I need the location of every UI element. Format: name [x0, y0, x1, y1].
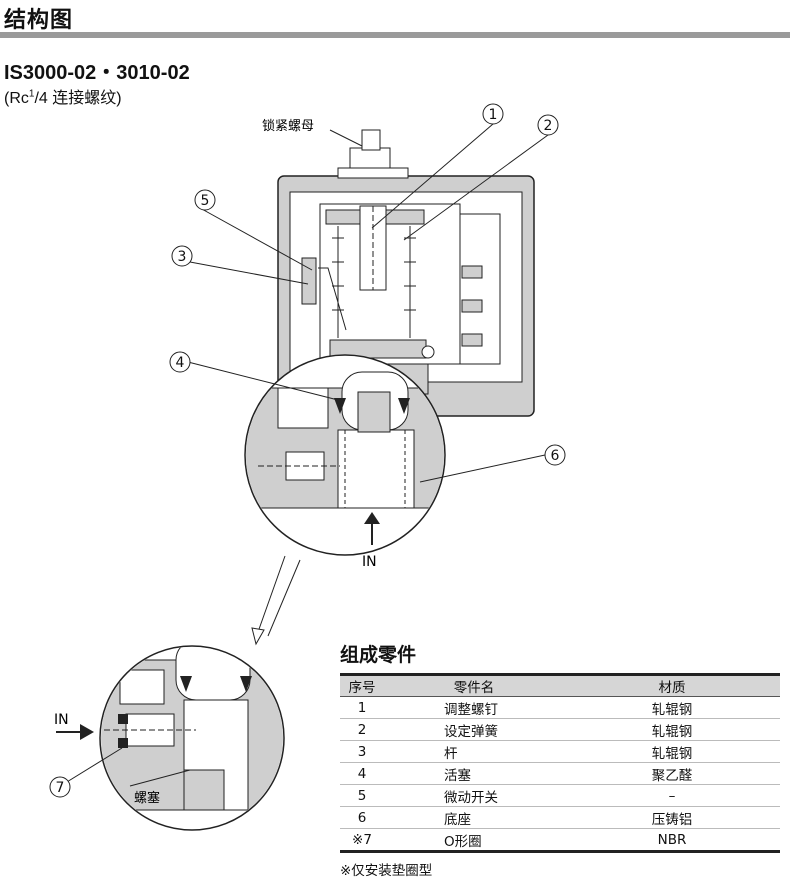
cell-no: 2	[340, 718, 384, 741]
cell-no: 4	[340, 762, 384, 785]
col-header-name: 零件名	[384, 674, 564, 697]
detail-circle-gasket	[56, 645, 285, 831]
col-header-no: 序号	[340, 674, 384, 697]
callout-4: 4	[176, 355, 185, 371]
detail-circle-main	[244, 354, 446, 556]
cell-no: 1	[340, 696, 384, 719]
cell-name: 杆	[384, 740, 564, 763]
in-label-detail: IN	[54, 712, 69, 728]
section-title: 结构图	[4, 8, 74, 33]
cell-material: 轧辊钢	[564, 696, 780, 719]
callouts	[49, 103, 566, 798]
table-note: ※仅安装垫圈型	[340, 863, 433, 879]
table-header-row: 序号 零件名 材质	[340, 674, 780, 697]
thread-prefix: (Rc	[4, 90, 29, 107]
cell-no: 6	[340, 806, 384, 829]
cell-material: 轧辊钢	[564, 740, 780, 763]
callout-2: 2	[544, 118, 553, 134]
thread-fraction-numerator: 1	[28, 88, 35, 100]
cell-material: 轧辊钢	[564, 718, 780, 741]
cell-name: 底座	[384, 806, 564, 829]
thread-suffix: /4 连接螺纹)	[34, 90, 122, 107]
callout-7: 7	[56, 780, 65, 796]
cell-name: 设定弹簧	[384, 718, 564, 741]
callout-5: 5	[201, 193, 210, 209]
cell-name: 微动开关	[384, 784, 564, 807]
cell-no: ※7	[340, 828, 384, 853]
in-label-main: IN	[362, 554, 377, 570]
parts-table-title: 组成零件	[340, 644, 417, 666]
cell-no: 5	[340, 784, 384, 807]
cell-no: 3	[340, 740, 384, 763]
col-header-material: 材质	[564, 674, 780, 697]
plug-label: 螺塞	[134, 790, 160, 806]
cell-name: 调整螺钉	[384, 696, 564, 719]
callout-1: 1	[489, 107, 498, 123]
connection-thread: (Rc1/4 连接螺纹)	[4, 84, 122, 108]
cell-material: NBR	[564, 828, 780, 853]
detail-pointer	[251, 555, 301, 646]
cell-material: –	[564, 784, 780, 807]
cell-material: 压铸铝	[564, 806, 780, 829]
cell-material: 聚乙醛	[564, 762, 780, 785]
callout-6: 6	[551, 448, 560, 464]
lock-nut-label: 锁紧螺母	[262, 118, 314, 134]
section-header: 结构图	[0, 0, 790, 40]
cell-name: 活塞	[384, 762, 564, 785]
model-name: IS3000-02・3010-02	[4, 62, 190, 84]
title-rule	[0, 32, 790, 38]
callout-3: 3	[178, 249, 187, 265]
cell-name: O形圈	[384, 828, 564, 853]
